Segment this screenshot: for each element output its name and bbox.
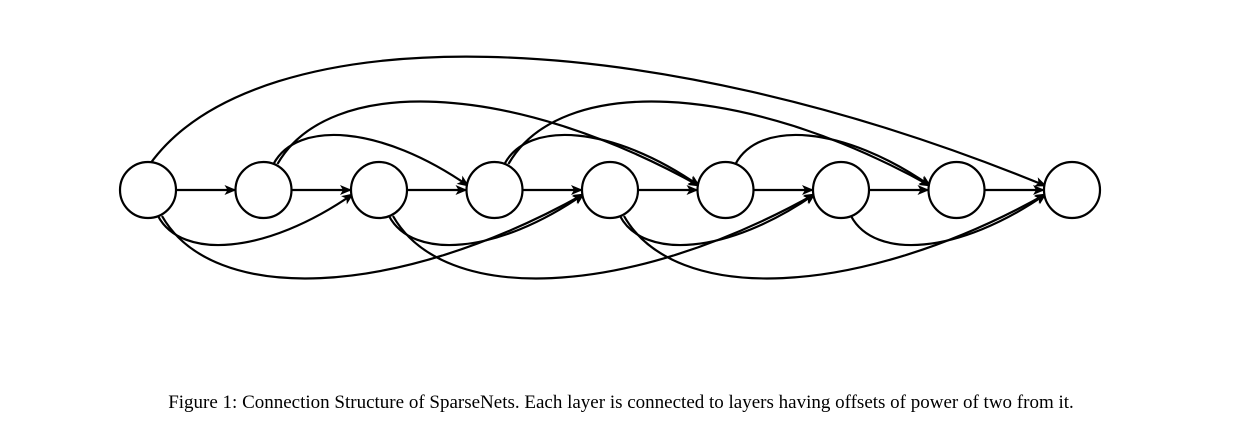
- edge-2-to-6: [392, 193, 816, 280]
- layer-node-5: [580, 160, 640, 220]
- edge-1-to-5: [276, 100, 701, 187]
- edge-0-to-2: [157, 193, 354, 247]
- layer-node-1: [118, 160, 178, 220]
- edge-5-to-7: [734, 133, 932, 187]
- sparsenet-connection-diagram: [118, 55, 1102, 280]
- layer-node-7: [811, 160, 871, 220]
- edge-3-to-7: [507, 100, 932, 187]
- edge-1-to-3: [272, 133, 470, 187]
- edge-0-to-8: [149, 55, 1047, 188]
- layer-node-2: [234, 160, 293, 220]
- layer-nodes: [118, 160, 1102, 220]
- layer-node-6: [696, 160, 755, 220]
- connection-edges: [149, 55, 1047, 280]
- edge-4-to-8: [623, 193, 1047, 280]
- layer-node-3: [349, 160, 409, 220]
- edge-3-to-5: [503, 133, 701, 187]
- edge-6-to-8: [850, 193, 1047, 247]
- edge-4-to-6: [619, 193, 816, 247]
- figure-caption: Figure 1: Connection Structure of Sparse…: [168, 392, 1074, 413]
- layer-node-9: [1042, 160, 1102, 220]
- edge-0-to-4: [161, 193, 585, 280]
- layer-node-8: [927, 160, 986, 220]
- layer-node-4: [465, 160, 524, 220]
- edge-2-to-4: [388, 193, 585, 247]
